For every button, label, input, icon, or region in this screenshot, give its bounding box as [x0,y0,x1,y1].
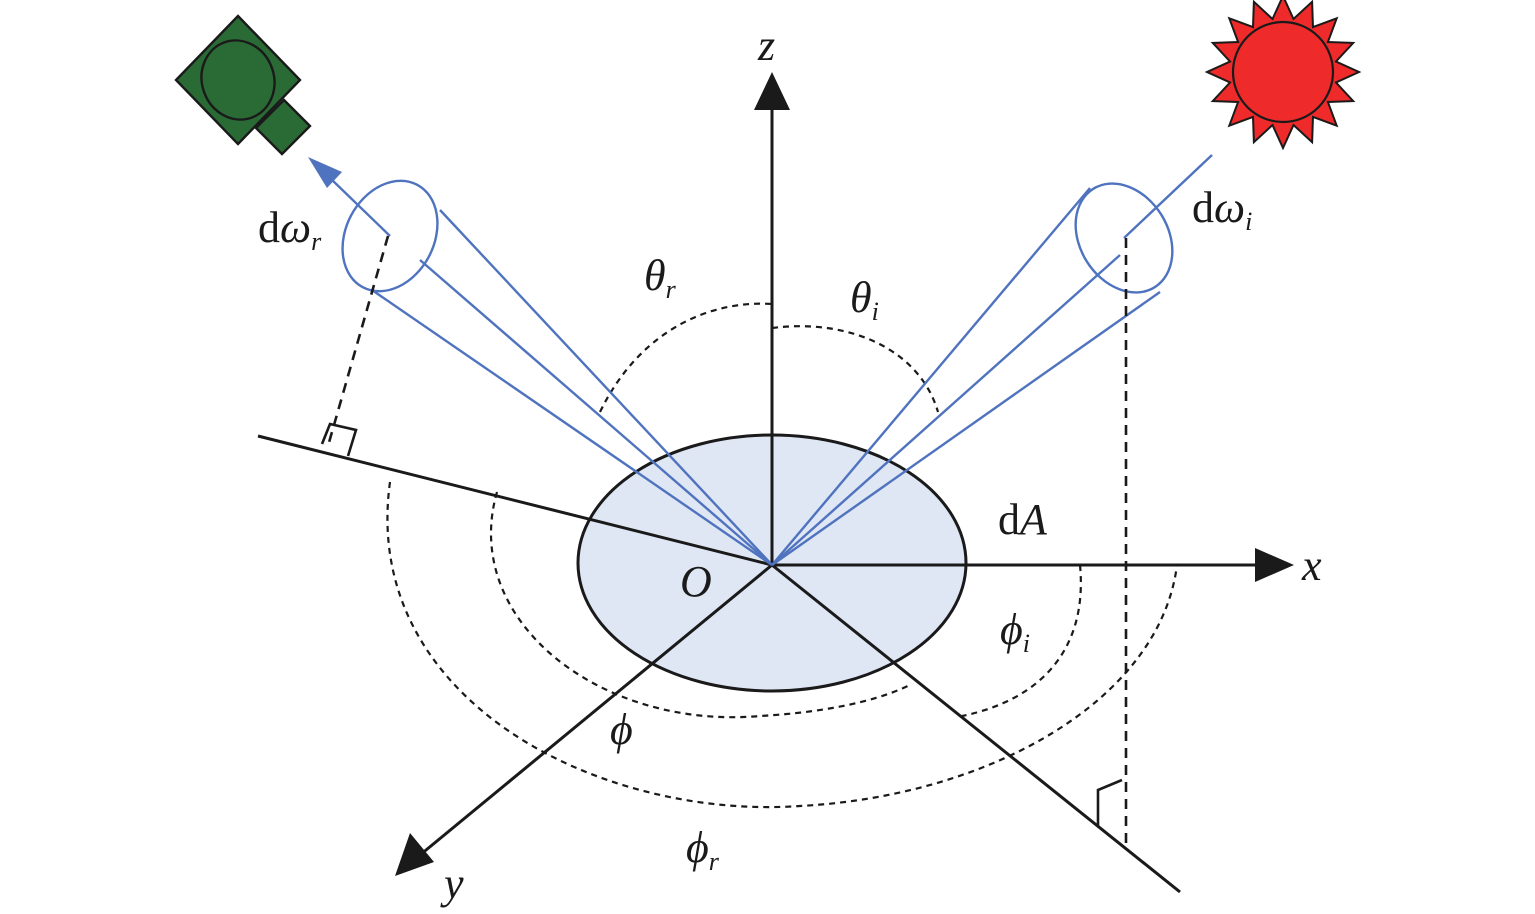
sun-icon [1204,0,1362,151]
phi-r-symbol: ϕ [686,823,709,872]
d-omega-i-label: dωi [1192,183,1252,236]
d-omega-r-label: dωr [258,203,322,256]
origin-label: O [680,557,712,606]
phi-label: ϕ [610,705,633,754]
d-omega-i-subscript: i [1245,207,1252,236]
d-omega-r-subscript: r [311,227,322,256]
theta-r-arc [599,302,773,413]
phi-i-label: ϕi [1000,605,1030,658]
area-element-label: dA [998,495,1048,544]
theta-r-subscript: r [666,275,677,304]
incident-solid-angle-cone [771,154,1213,566]
z-axis-arrowhead [754,72,790,110]
reflected-projection-line [257,434,773,567]
y-axis [419,563,773,857]
theta-r-label: θr [644,251,677,304]
x-axis-arrowhead [1255,548,1294,582]
reflected-right-angle-mark [320,422,358,457]
phi-arc [490,491,913,719]
phi-r-subscript: r [709,847,720,876]
camera-sensor-icon [174,14,312,156]
x-axis-label: x [1301,541,1322,590]
theta-i-arc [771,325,940,413]
area-a: A [1017,495,1048,544]
y-axis-label: y [440,859,464,908]
reflected-direction-arrowhead [308,157,342,188]
incident-projection-line [771,563,1181,894]
theta-r-symbol: θ [644,251,666,300]
y-axis-arrowhead [395,833,434,876]
reflected-drop-line [326,235,390,447]
theta-i-symbol: θ [850,273,872,322]
d-omega-i-d: d [1192,183,1214,232]
theta-i-label: θi [850,273,879,326]
phi-i-subscript: i [1023,629,1030,658]
area-d: d [998,495,1020,544]
phi-r-arc [386,481,1179,809]
phi-i-symbol: ϕ [1000,605,1023,654]
d-omega-r-symbol: ω [280,203,311,252]
phi-r-label: ϕr [686,823,720,876]
d-omega-i-symbol: ω [1214,183,1245,232]
d-omega-r-d: d [258,203,280,252]
incident-right-angle-mark [1096,778,1123,826]
z-axis-label: z [757,21,775,70]
theta-i-subscript: i [872,297,879,326]
reflected-solid-angle-cone [308,157,773,566]
